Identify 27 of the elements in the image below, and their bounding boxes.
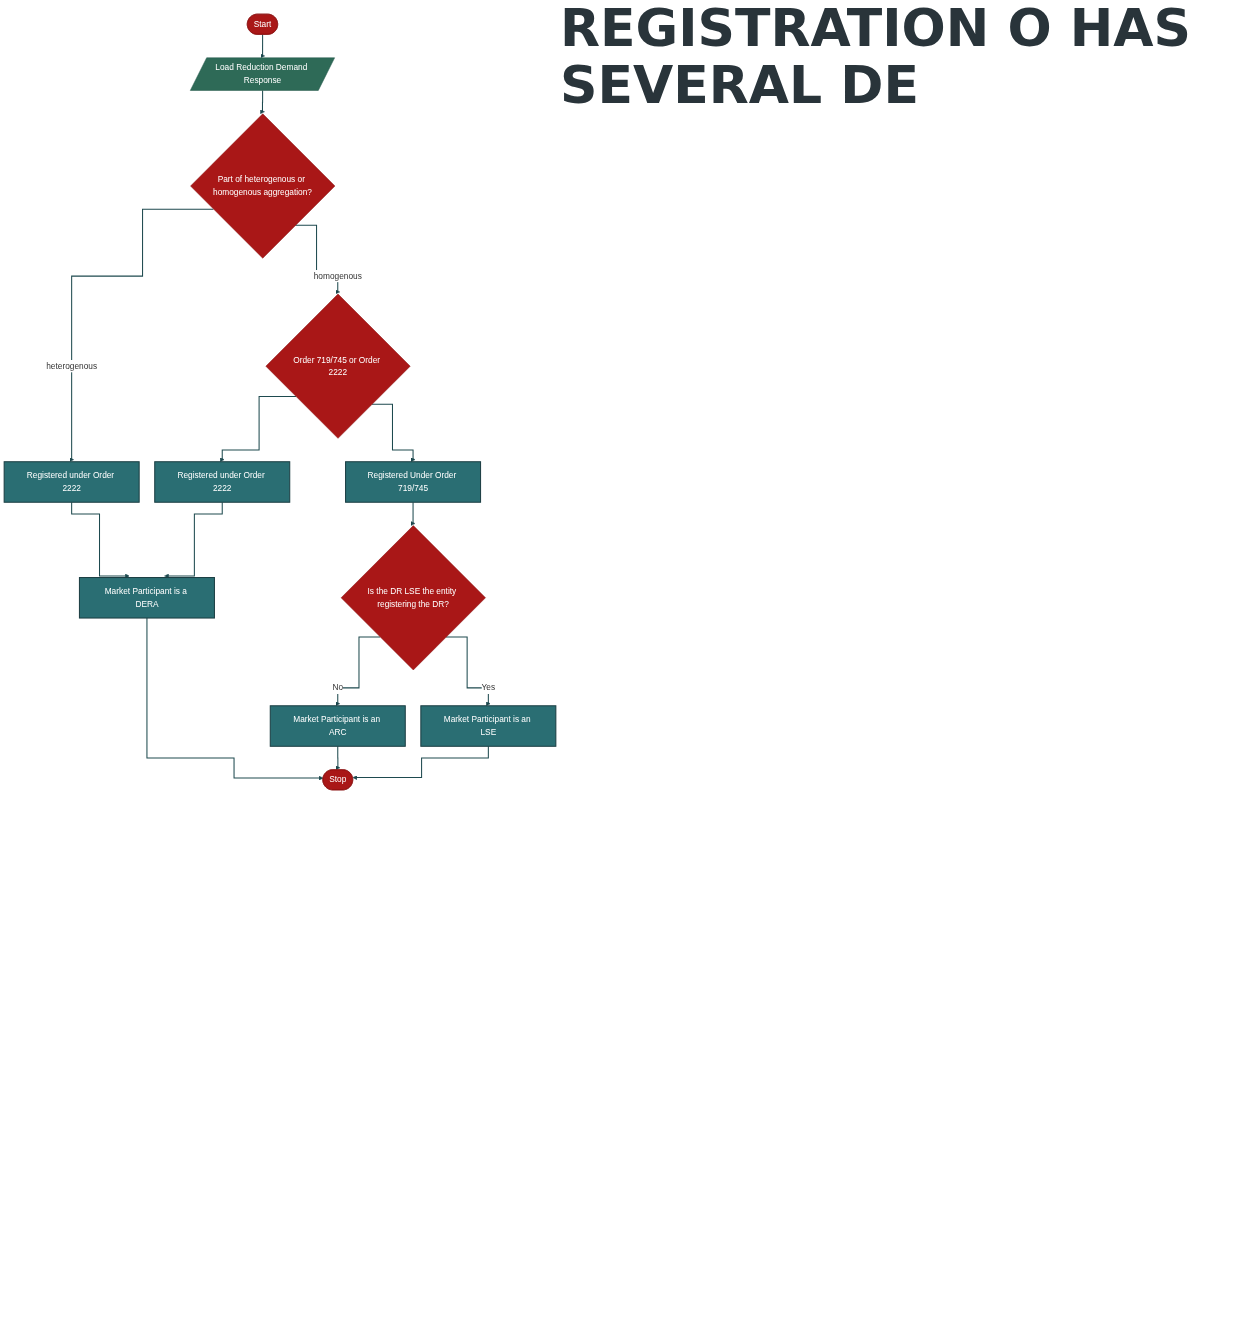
arrow bbox=[260, 34, 265, 59]
node-diamond: Part of heterogenous or homogenous aggregation? bbox=[190, 113, 336, 259]
node-box: Registered Under Order 719/745 bbox=[345, 461, 482, 503]
arrow bbox=[260, 90, 265, 115]
arrow bbox=[69, 208, 214, 462]
arrow bbox=[164, 501, 223, 579]
node-box: Market Participant is an LSE bbox=[420, 705, 557, 747]
arrow bbox=[352, 745, 489, 780]
arrow bbox=[371, 403, 416, 462]
arrow bbox=[219, 396, 297, 462]
edge-label: Yes bbox=[481, 683, 496, 693]
arrow bbox=[146, 617, 324, 781]
node-box: Registered under Order 2222 bbox=[154, 461, 291, 503]
arrow bbox=[71, 501, 130, 579]
arrow bbox=[335, 636, 381, 706]
edge-label: homogenous bbox=[313, 271, 362, 281]
arrow bbox=[445, 636, 491, 706]
arrow bbox=[335, 745, 341, 771]
node-box: Market Participant is a DERA bbox=[78, 577, 215, 619]
title: REGISTRATION O HAS SEVERAL DE bbox=[560, 0, 1192, 115]
node-box: Registered under Order 2222 bbox=[3, 461, 140, 503]
edge-label: heterogenous bbox=[46, 361, 98, 371]
node-diamond: Is the DR LSE the entity registering the DR? bbox=[340, 525, 486, 671]
arrow bbox=[410, 501, 416, 526]
node-diamond: Order 719/745 or Order 2222 bbox=[265, 293, 411, 439]
edge-label: No bbox=[332, 683, 344, 693]
node-box: Market Participant is an ARC bbox=[269, 705, 406, 747]
